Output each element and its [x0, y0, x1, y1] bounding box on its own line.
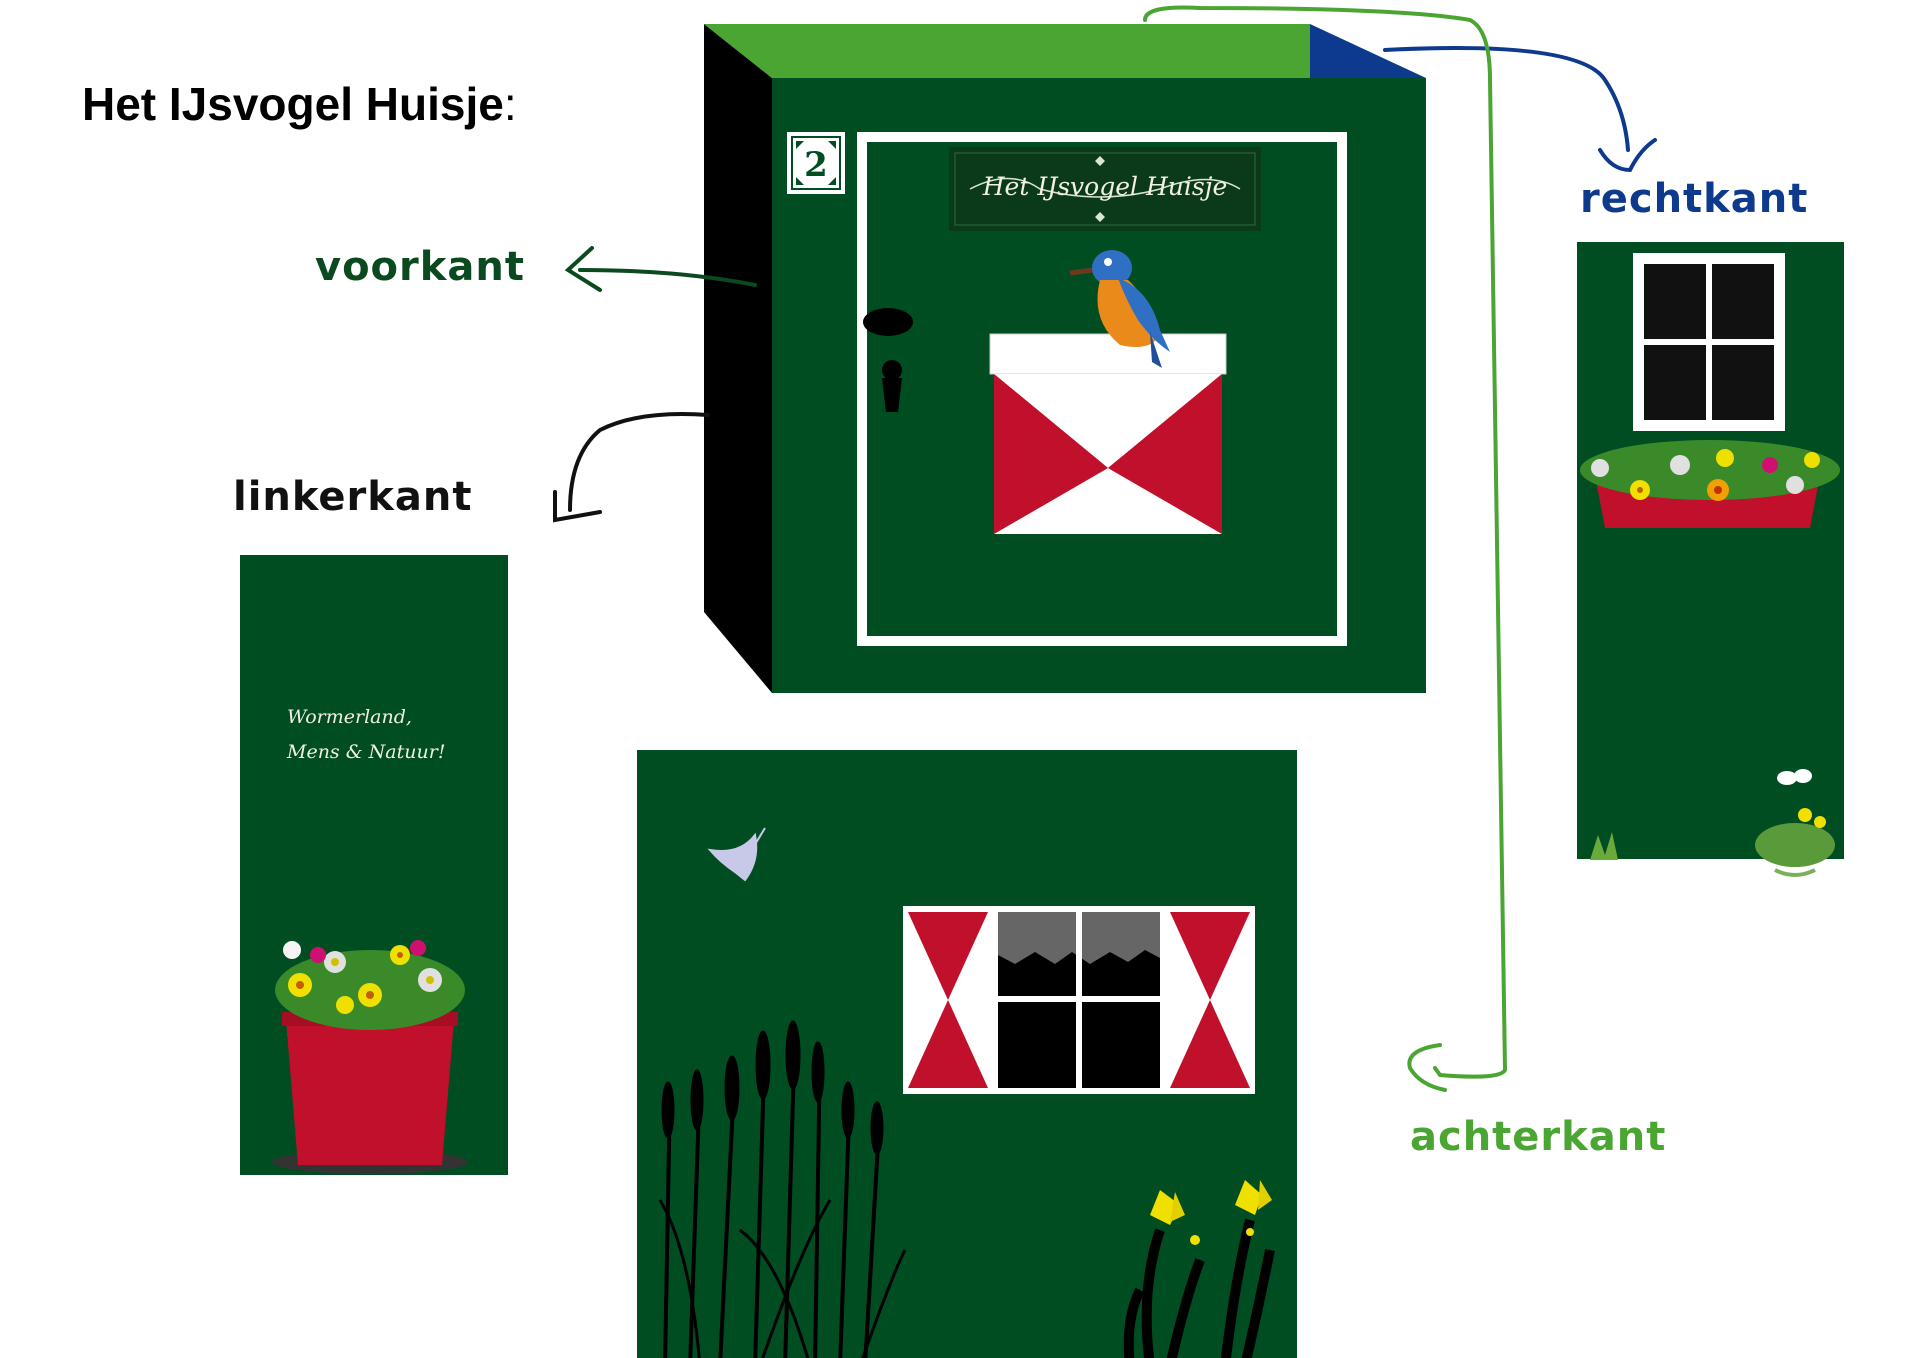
flower-icon: [275, 940, 465, 1030]
door-frame: [857, 132, 1347, 646]
iris-icon: [1123, 1180, 1275, 1358]
left-panel-line1: Wormerland,: [287, 706, 412, 728]
arrow-left: [553, 412, 710, 523]
sign-text: Het IJsvogel Huisje: [982, 172, 1228, 201]
arrow-front: [564, 246, 757, 292]
reed-icon: [658, 1020, 907, 1358]
mailbox: [989, 333, 1227, 534]
box-roof-green: [704, 24, 1310, 78]
box-roof-blue: [1310, 24, 1426, 78]
back-window: [903, 906, 1255, 1094]
house-number-plate: 2: [787, 132, 845, 194]
box-left-side: [704, 24, 772, 693]
back-panel: [637, 750, 1297, 1358]
keyhole-icon: [882, 360, 902, 412]
label-left: linkerkant: [233, 474, 472, 520]
house-number: 2: [804, 145, 828, 185]
arrow-back: [1143, 5, 1508, 1092]
label-back: achterkant: [1410, 1114, 1666, 1160]
name-sign: Het IJsvogel Huisje: [949, 147, 1261, 231]
flower-pot: [286, 1020, 454, 1165]
kingfisher-icon: [1069, 250, 1170, 368]
grass-plant: [1590, 832, 1618, 860]
butterfly-icon: [1777, 769, 1812, 785]
left-panel-line2: Mens & Natuur!: [286, 741, 445, 763]
front-box: 2 Het IJsvogel Huisje: [704, 24, 1426, 693]
door-knob-icon: [863, 308, 913, 336]
right-panel: [1577, 242, 1844, 877]
flower-icon: [1580, 440, 1840, 501]
label-front: voorkant: [315, 244, 525, 290]
page-title: Het IJsvogel Huisje:: [82, 78, 517, 130]
left-panel: Wormerland, Mens & Natuur!: [240, 555, 508, 1175]
arrow-right: [1383, 46, 1657, 173]
flower-icon: [1755, 808, 1835, 877]
label-right: rechtkant: [1580, 176, 1808, 222]
swallow-icon: [707, 827, 766, 882]
